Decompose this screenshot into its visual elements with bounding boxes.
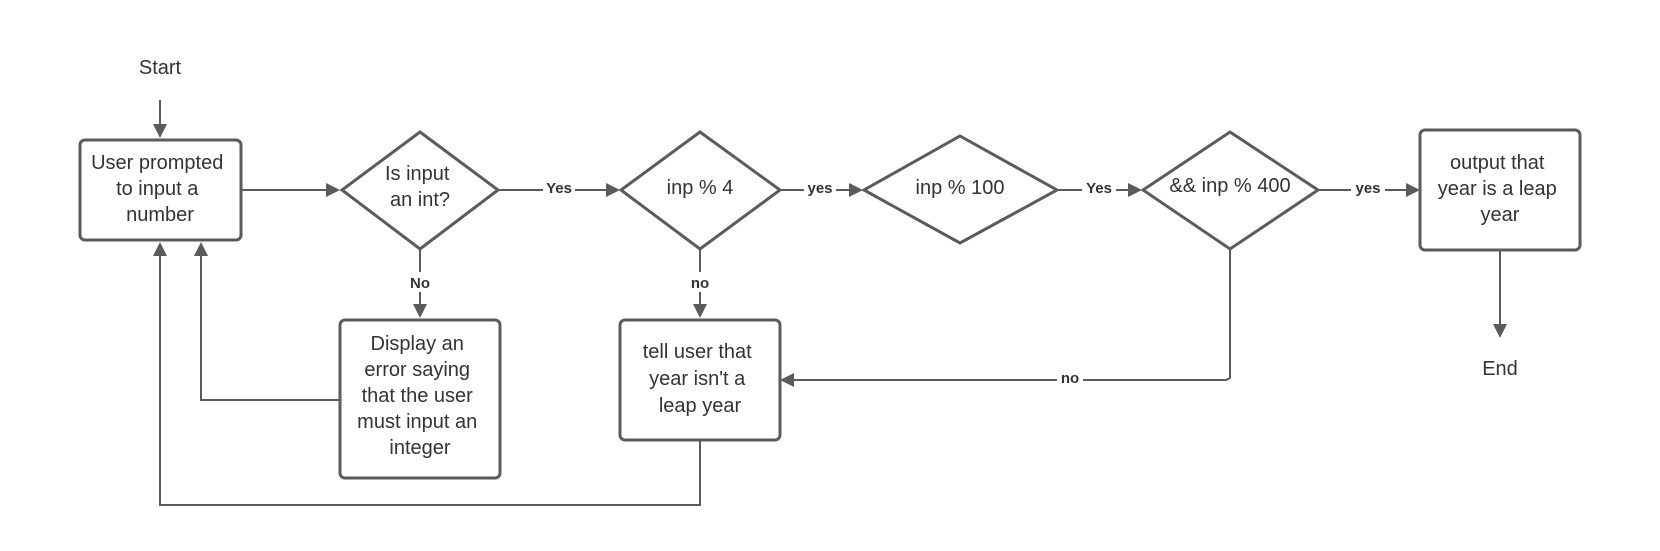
node-is-int: Is input an int?: [339, 130, 501, 251]
decision-diamond: [860, 134, 1061, 245]
node-line: year isn't a: [649, 368, 746, 390]
node-line: year: [1481, 204, 1520, 226]
edge-label-is-int-yes: Yes: [546, 180, 572, 197]
edge-label-mod400-yes: yes: [1355, 180, 1380, 197]
decision-diamond: [339, 130, 501, 251]
node-line: User prompted: [91, 152, 223, 174]
edge-error-to-prompt: [200, 252, 340, 401]
node-text: Display an error saying that the user mu…: [357, 333, 483, 459]
edge-mod400-to-not-leap: [790, 249, 1231, 381]
edge-label-mod400-no: no: [1061, 370, 1079, 387]
node-line: to input a: [116, 178, 199, 200]
node-line: number: [126, 204, 194, 226]
node-mod4: inp % 4: [618, 130, 783, 251]
node-text: User prompted to input a number: [91, 152, 229, 226]
node-text: inp % 4: [667, 177, 734, 199]
arrowhead: [606, 183, 620, 197]
node-error: Display an error saying that the user mu…: [338, 318, 502, 480]
node-prompt: User prompted to input a number: [78, 138, 243, 242]
node-line: leap year: [659, 395, 742, 417]
arrowhead: [780, 373, 794, 387]
node-text: tell user that year isn't a leap year: [643, 341, 758, 417]
start-label: Start: [139, 57, 182, 79]
node-not-leap: tell user that year isn't a leap year: [618, 318, 782, 442]
decision-diamond: [618, 130, 783, 251]
edge-label-is-int-no: No: [410, 275, 430, 292]
node-mod400: && inp % 400: [1140, 130, 1321, 251]
node-line: inp % 4: [667, 177, 734, 199]
node-text: output that year is a leap year: [1438, 152, 1563, 226]
process-box: [338, 318, 502, 480]
edge-label-mod100-yes: Yes: [1086, 180, 1112, 197]
node-line: year is a leap: [1438, 178, 1557, 200]
arrowhead: [1128, 183, 1142, 197]
decision-diamond: [1140, 130, 1321, 251]
arrowhead: [1406, 183, 1420, 197]
node-line: tell user that: [643, 341, 752, 363]
node-text: && inp % 400: [1169, 175, 1290, 197]
process-box: [1418, 128, 1582, 252]
node-leap: output that year is a leap year: [1418, 128, 1582, 252]
node-mod100: inp % 100: [860, 134, 1061, 245]
edge-label-mod4-no: no: [691, 275, 709, 292]
node-line: an int?: [390, 189, 450, 211]
edge-label-mod4-yes: yes: [807, 180, 832, 197]
arrowhead: [153, 242, 167, 256]
arrowhead: [194, 242, 208, 256]
arrowhead: [153, 124, 167, 138]
process-box: [618, 318, 782, 442]
arrowhead: [326, 183, 340, 197]
node-text: inp % 100: [916, 177, 1005, 199]
arrowhead: [1493, 324, 1507, 338]
node-line: Is input: [385, 163, 450, 185]
edge-not-leap-to-prompt: [159, 252, 701, 506]
arrowhead: [413, 304, 427, 318]
arrowhead: [849, 183, 863, 197]
node-line: must input an: [357, 411, 477, 433]
node-line: integer: [389, 437, 450, 459]
arrowhead: [693, 304, 707, 318]
edge-labels: Yes No yes no Yes yes no: [405, 178, 1385, 388]
node-line: error saying: [364, 359, 470, 381]
end-label: End: [1482, 358, 1518, 380]
node-line: Display an: [371, 333, 464, 355]
process-box: [78, 138, 243, 242]
node-text: Is input an int?: [385, 163, 455, 211]
node-line: that the user: [362, 385, 474, 407]
node-line: inp % 100: [916, 177, 1005, 199]
node-line: output that: [1450, 152, 1545, 174]
node-line: && inp % 400: [1169, 175, 1290, 197]
